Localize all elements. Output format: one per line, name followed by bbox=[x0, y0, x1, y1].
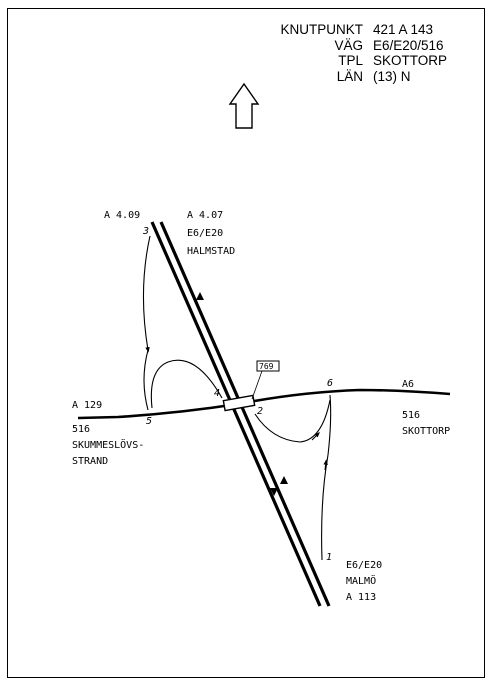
label-skottorp: SKOTTORP bbox=[402, 426, 450, 437]
info-key: LÄN bbox=[336, 68, 363, 84]
map-frame bbox=[7, 8, 485, 678]
bridge-769 bbox=[222, 394, 256, 412]
label-a129: A 129 bbox=[72, 400, 102, 411]
bridge-number-box bbox=[256, 360, 280, 372]
ramp-number-4: 4 bbox=[214, 388, 220, 399]
info-key: TPL bbox=[338, 53, 363, 68]
info-key: KNUTPUNKT bbox=[280, 22, 363, 37]
info-key: VÄG bbox=[334, 37, 363, 53]
road-516 bbox=[77, 388, 451, 420]
label-bridge-769: 769 bbox=[259, 362, 274, 371]
info-row-vag: VÄG E6/E20/516 bbox=[255, 38, 447, 54]
info-row-tpl: TPL SKOTTORP bbox=[255, 53, 447, 69]
info-value: (13) N bbox=[373, 68, 411, 84]
traffic-direction-arrows bbox=[196, 292, 288, 496]
label-516-west: 516 bbox=[72, 424, 90, 435]
ramp-number-3: 3 bbox=[142, 226, 149, 237]
ramp-number-2: 2 bbox=[257, 406, 263, 417]
ramps-west bbox=[142, 235, 223, 411]
label-e6-south: E6/E20 bbox=[346, 560, 382, 571]
label-malmo: MALMÖ bbox=[346, 574, 376, 587]
ramps-east bbox=[254, 394, 332, 561]
ramp-number-5: 5 bbox=[146, 416, 152, 427]
ramp-number-1: 1 bbox=[326, 552, 332, 563]
label-halmstad: HALMSTAD bbox=[187, 246, 235, 257]
info-value: E6/E20/516 bbox=[373, 37, 444, 53]
north-arrow-icon bbox=[228, 82, 260, 129]
label-a6: A6 bbox=[402, 379, 414, 390]
ramp-number-6: 6 bbox=[327, 378, 333, 389]
label-strand: STRAND bbox=[72, 456, 108, 467]
label-a409: A 4.09 bbox=[104, 210, 140, 221]
label-e6-north: E6/E20 bbox=[187, 228, 223, 239]
main-road-e6 bbox=[150, 221, 331, 607]
label-a407: A 4.07 bbox=[187, 210, 223, 221]
info-value: 421 A 143 bbox=[373, 22, 434, 37]
label-a113: A 113 bbox=[346, 592, 376, 603]
label-skummeslovs: SKUMMESLÖVS- bbox=[72, 438, 144, 451]
label-516-east: 516 bbox=[402, 410, 420, 421]
info-value: SKOTTORP bbox=[373, 53, 448, 68]
info-row-lan: LÄN (13) N bbox=[255, 69, 447, 85]
info-row-knutpunkt: KNUTPUNKT 421 A 143 bbox=[255, 22, 447, 38]
junction-info-block: KNUTPUNKT 421 A 143 VÄG E6/E20/516 TPL S… bbox=[255, 22, 447, 84]
